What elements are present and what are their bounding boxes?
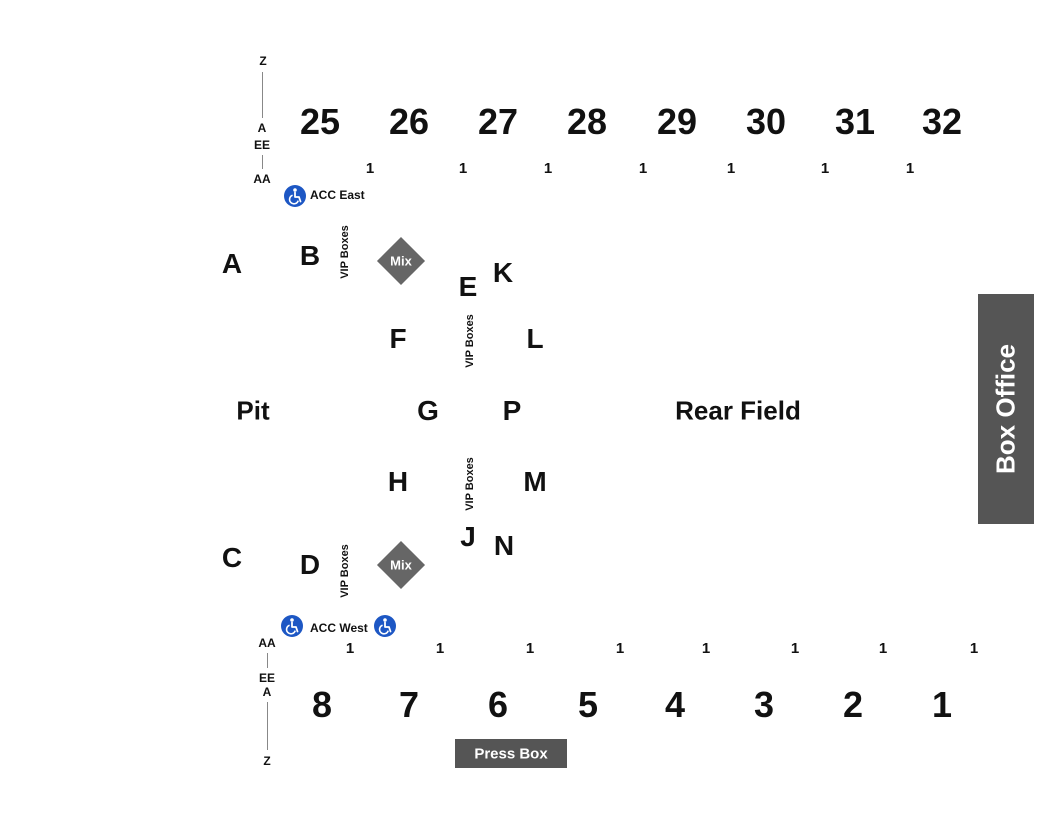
wheelchair-icon <box>374 615 396 637</box>
rear-field-area[interactable]: Rear Field <box>675 395 801 426</box>
row-marker-bottom: 1 <box>345 640 355 657</box>
row-indicator-line-bottom-short <box>267 653 268 668</box>
row-marker-bottom: 1 <box>701 640 711 657</box>
section-8[interactable]: 8 <box>311 684 333 725</box>
mix-booth-label: Mix <box>390 253 412 269</box>
row-marker-top: 1 <box>458 160 468 177</box>
acc-east-label[interactable]: ACC East <box>310 188 365 202</box>
row-label-a-top: A <box>257 121 267 135</box>
section-g[interactable]: G <box>417 395 439 426</box>
section-7[interactable]: 7 <box>398 684 420 725</box>
section-5[interactable]: 5 <box>577 684 599 725</box>
row-marker-top: 1 <box>365 160 375 177</box>
row-label-z-top: Z <box>259 54 267 68</box>
section-f[interactable]: F <box>389 323 407 354</box>
section-3[interactable]: 3 <box>753 684 775 725</box>
row-indicator-line-top <box>262 72 263 118</box>
row-marker-top: 1 <box>820 160 830 177</box>
section-32[interactable]: 32 <box>921 101 963 142</box>
row-marker-bottom: 1 <box>525 640 535 657</box>
pit-area[interactable]: Pit <box>236 395 270 426</box>
vip-boxes-label[interactable]: VIP Boxes <box>464 314 476 368</box>
section-p[interactable]: P <box>502 395 522 426</box>
row-marker-top: 1 <box>726 160 736 177</box>
section-27[interactable]: 27 <box>477 101 519 142</box>
section-29[interactable]: 29 <box>656 101 698 142</box>
section-j[interactable]: J <box>460 521 476 552</box>
row-marker-top: 1 <box>638 160 648 177</box>
section-28[interactable]: 28 <box>566 101 608 142</box>
press-box-label: Press Box <box>474 745 548 762</box>
wheelchair-icon <box>281 615 303 637</box>
row-marker-top: 1 <box>543 160 553 177</box>
row-label-aa-bottom: AA <box>258 636 276 650</box>
mix-booth-label: Mix <box>390 557 412 573</box>
section-h[interactable]: H <box>387 466 409 497</box>
vip-boxes-label[interactable]: VIP Boxes <box>339 225 351 279</box>
row-marker-bottom: 1 <box>878 640 888 657</box>
section-1[interactable]: 1 <box>931 684 953 725</box>
row-label-z-bottom: Z <box>263 754 271 768</box>
box-office: Box Office <box>978 294 1034 524</box>
section-4[interactable]: 4 <box>664 684 686 725</box>
row-marker-bottom: 1 <box>435 640 445 657</box>
box-office-label: Box Office <box>990 343 1021 475</box>
wheelchair-icon <box>284 185 306 207</box>
section-6[interactable]: 6 <box>487 684 509 725</box>
section-k[interactable]: K <box>492 257 514 288</box>
row-marker-top: 1 <box>905 160 915 177</box>
section-26[interactable]: 26 <box>388 101 430 142</box>
section-31[interactable]: 31 <box>834 101 876 142</box>
section-e[interactable]: E <box>458 271 478 302</box>
section-a[interactable]: A <box>221 248 243 279</box>
section-c[interactable]: C <box>221 542 243 573</box>
row-label-a-bottom: A <box>262 685 272 699</box>
section-b[interactable]: B <box>299 240 321 271</box>
press-box: Press Box <box>455 739 567 768</box>
section-m[interactable]: M <box>523 466 547 497</box>
row-indicator-line-bottom <box>267 702 268 750</box>
section-2[interactable]: 2 <box>842 684 864 725</box>
section-l[interactable]: L <box>526 323 544 354</box>
row-label-aa-top: AA <box>253 172 271 186</box>
row-label-ee-bottom: EE <box>258 671 276 685</box>
vip-boxes-label[interactable]: VIP Boxes <box>339 544 351 598</box>
section-30[interactable]: 30 <box>745 101 787 142</box>
section-d[interactable]: D <box>299 549 321 580</box>
vip-boxes-label[interactable]: VIP Boxes <box>464 457 476 511</box>
row-label-ee-top: EE <box>253 138 271 152</box>
row-marker-bottom: 1 <box>615 640 625 657</box>
row-indicator-line-top-short <box>262 155 263 169</box>
section-25[interactable]: 25 <box>299 101 341 142</box>
section-n[interactable]: N <box>493 530 515 561</box>
acc-west-label[interactable]: ACC West <box>310 621 368 635</box>
row-marker-bottom: 1 <box>969 640 979 657</box>
row-marker-bottom: 1 <box>790 640 800 657</box>
